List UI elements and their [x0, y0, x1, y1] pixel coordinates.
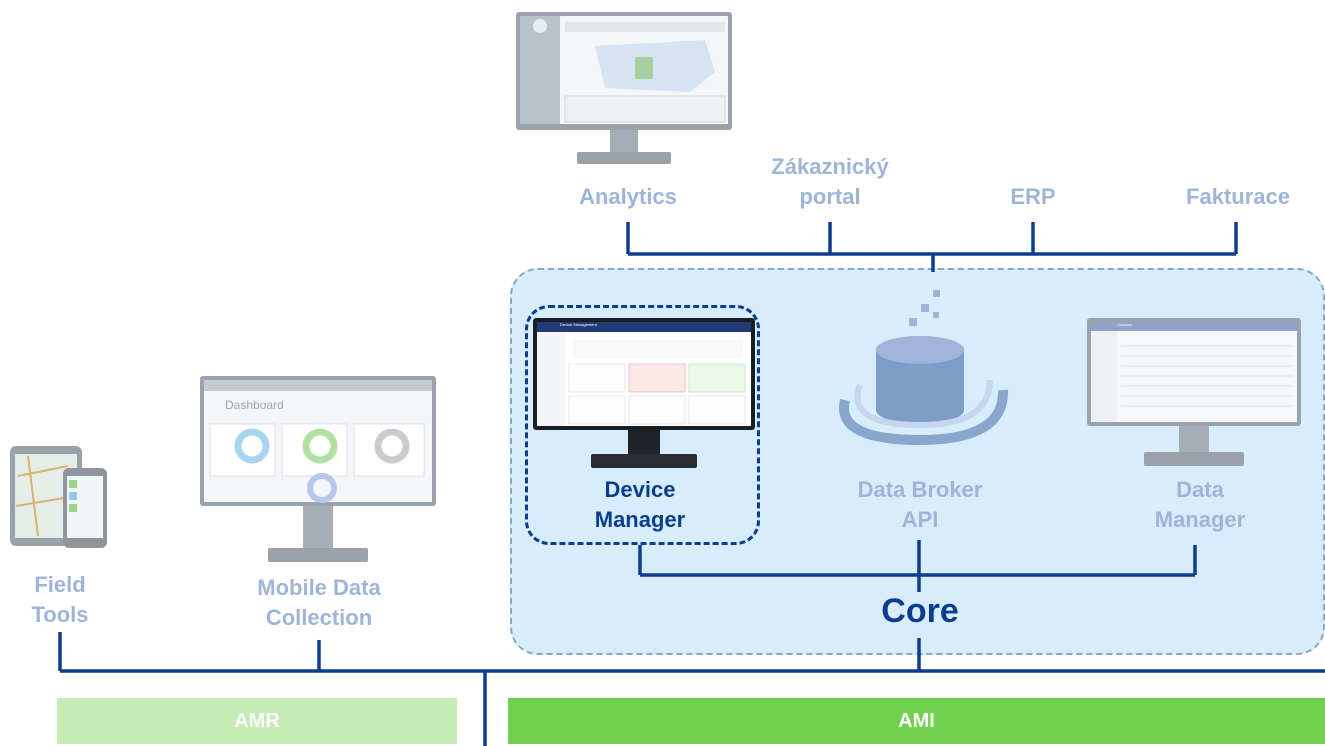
device-manager-line-1: Device [604, 477, 676, 502]
core-title: Core [881, 592, 959, 630]
device-manager-line-2: Manager [594, 507, 686, 532]
device-manager-label[interactable]: Device Manager [570, 475, 710, 535]
mobile-data-collection-label[interactable]: Mobile Data Collection [234, 573, 404, 633]
data-manager-monitor-icon [1087, 318, 1301, 466]
dashboard-screen-title: Dashboard [225, 398, 284, 412]
field-tools-line-1: Field [34, 572, 86, 597]
database-icon [838, 290, 1009, 446]
ami-band: AMI [508, 698, 1325, 744]
field-tools-label[interactable]: Field Tools [0, 570, 120, 630]
data-manager-line-1: Data [1176, 477, 1224, 502]
zakaznicky-portal-line-1: Zákaznický [771, 154, 889, 179]
analytics-monitor-icon [516, 12, 732, 164]
data-manager-label[interactable]: Data Manager [1130, 475, 1270, 535]
tablet-icon [10, 446, 107, 548]
data-manager-line-2: Manager [1154, 507, 1246, 532]
mobile-data-line-2: Collection [265, 605, 373, 630]
zakaznicky-portal-label[interactable]: Zákaznický portal [755, 152, 905, 212]
device-manager-highlight [525, 305, 760, 545]
erp-label[interactable]: ERP [1010, 184, 1056, 209]
device-manager-monitor-icon [533, 318, 755, 468]
device-management-screen-title: Device Management [560, 322, 597, 327]
analytics-label[interactable]: Analytics [579, 184, 677, 209]
data-broker-line-2: API [901, 507, 939, 532]
data-broker-label[interactable]: Data Broker API [835, 475, 1005, 535]
field-tools-line-2: Tools [31, 602, 89, 627]
data-broker-line-1: Data Broker [857, 477, 983, 502]
fakturace-label[interactable]: Fakturace [1186, 184, 1290, 209]
data-manager-screen-title: Devices [1118, 322, 1133, 327]
zakaznicky-portal-line-2: portal [799, 184, 861, 209]
amr-band: AMR [57, 698, 457, 744]
mobile-data-monitor-icon [200, 376, 436, 562]
mobile-data-line-1: Mobile Data [257, 575, 381, 600]
